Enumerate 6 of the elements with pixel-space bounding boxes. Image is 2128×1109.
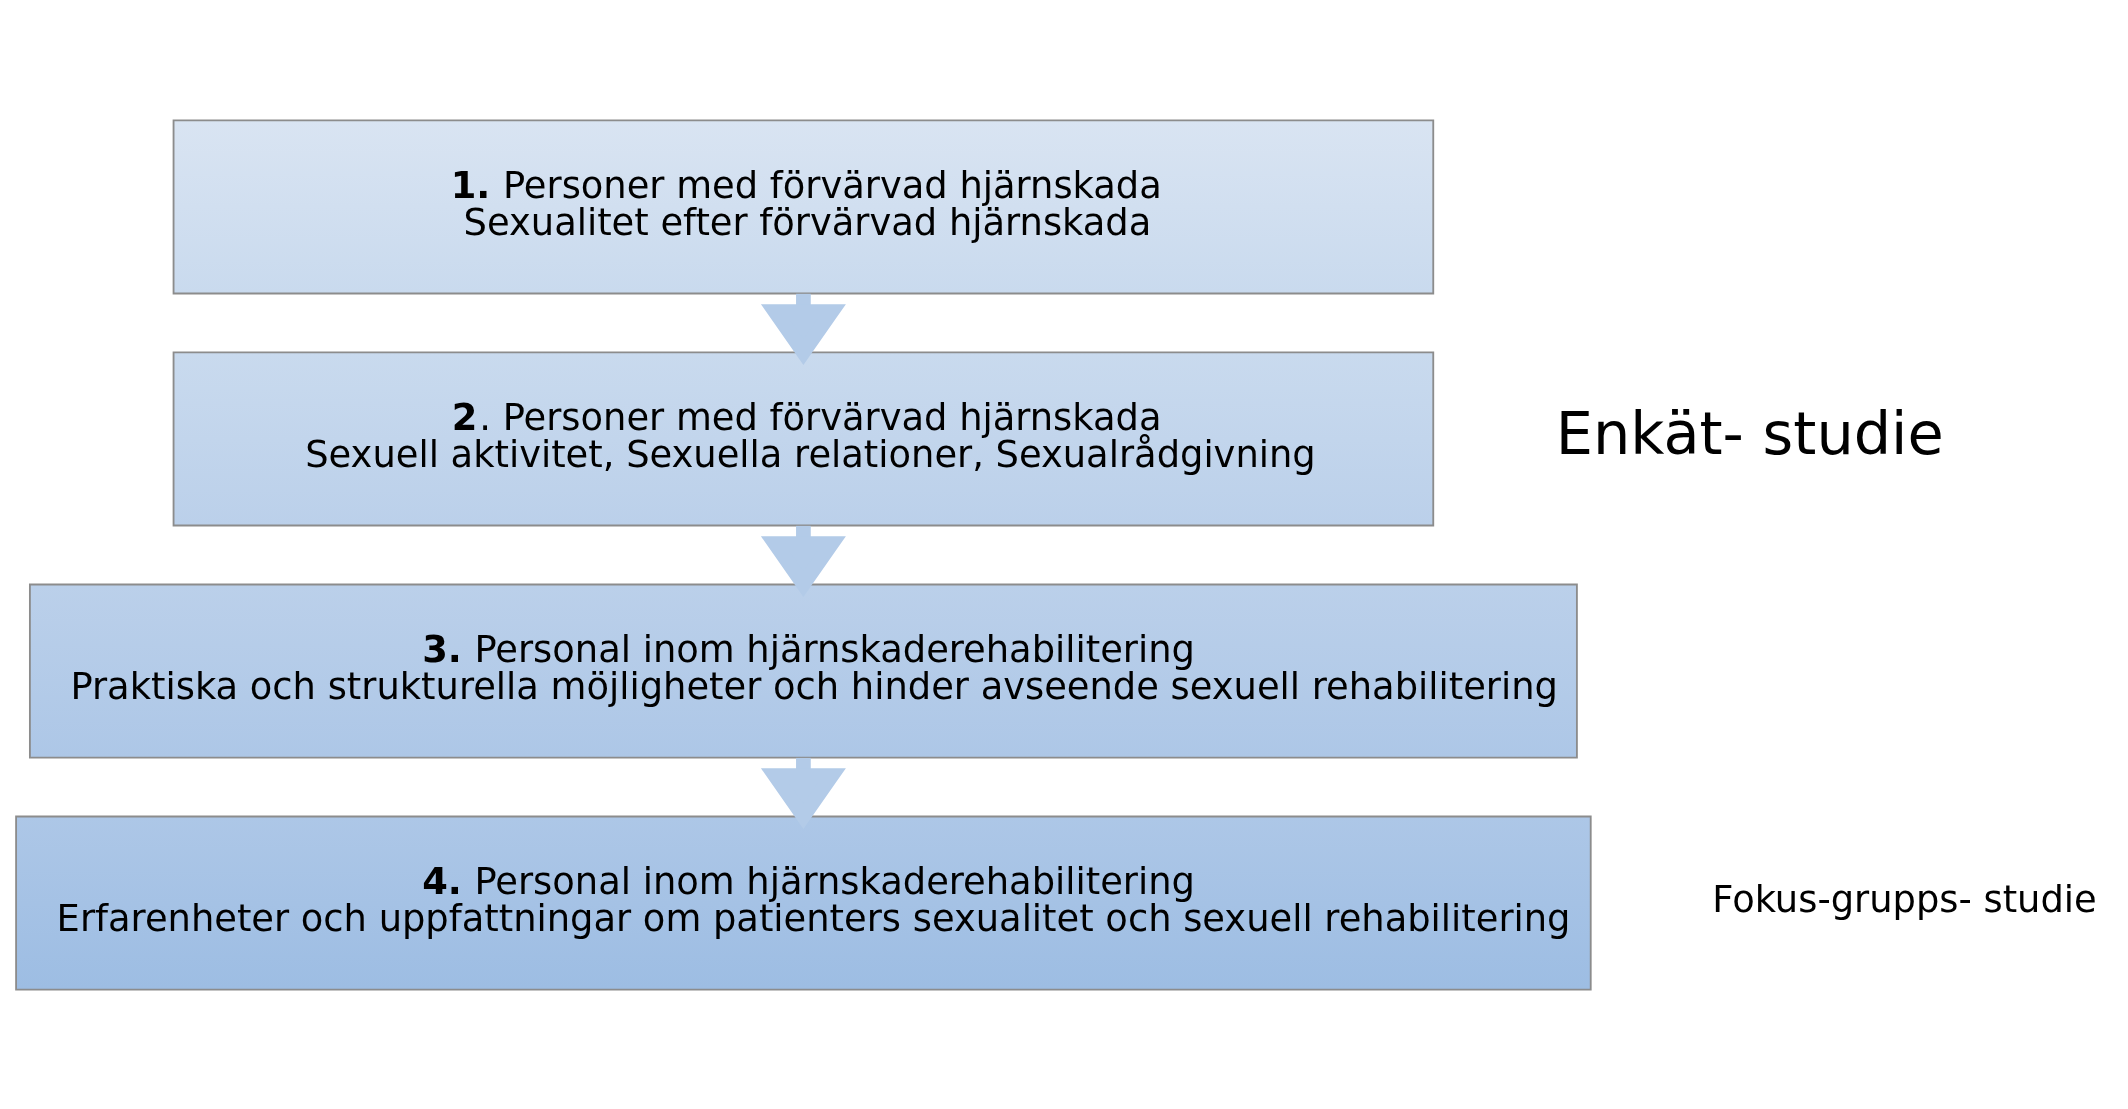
node-box: 4. Personal inom hjärnskaderehabilitering Erfarenheter och uppfattningar om patienters sexualitet och sexuell rehabilitering xyxy=(15,815,1592,991)
node-box: 3. Personal inom hjärnskaderehabilitering Praktiska och strukturella möjligheter och hinder avseende sexuell rehabilitering xyxy=(28,583,1578,758)
node-box: 2. Personer med förvärvad hjärnskada Sexuell aktivitet, Sexuella relationer, Sexualrådgivning xyxy=(172,351,1435,526)
node-box: 1. Personer med förvärvad hjärnskada Sexualitet efter förvärvad hjärnskada xyxy=(172,118,1435,294)
label: Fokus-grupps- studie xyxy=(1712,877,2097,921)
label: Enkät- studie xyxy=(1555,398,1944,468)
